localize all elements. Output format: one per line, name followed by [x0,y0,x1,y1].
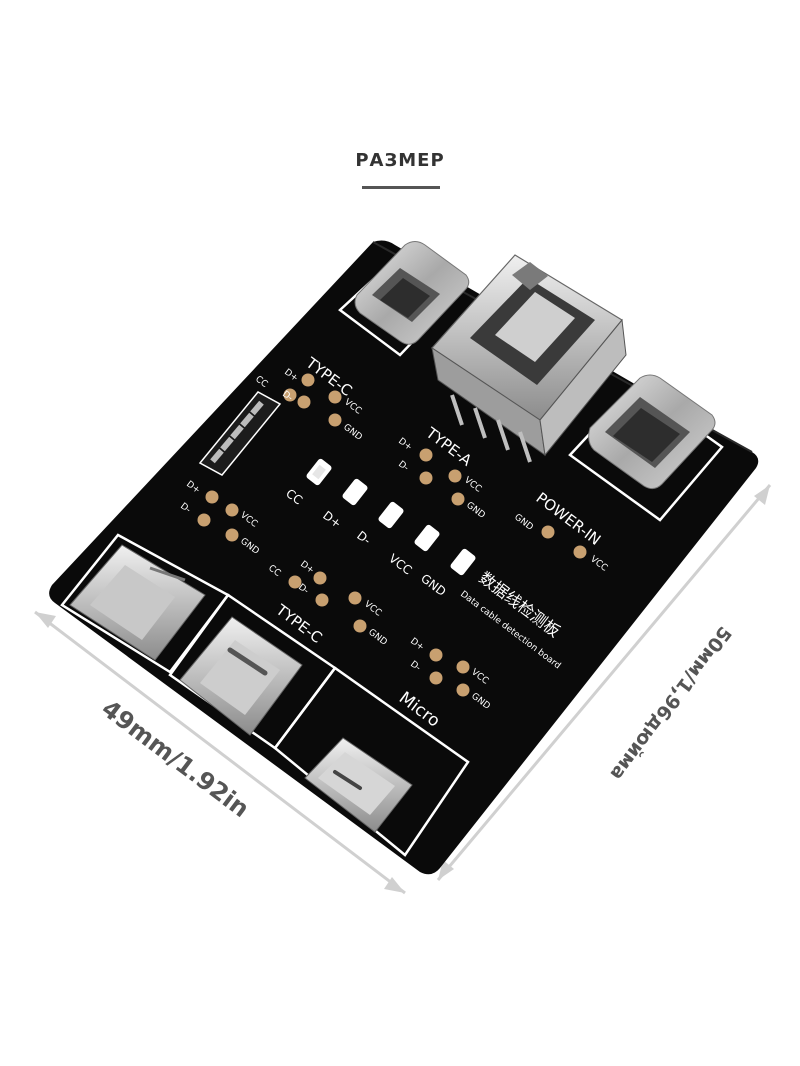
heading-underline [362,186,440,189]
type-c-connector-top [354,241,470,345]
pin-label-d-minus: D- [396,459,410,473]
led-d-minus [378,501,404,529]
led-label-d-minus: D- [354,528,373,547]
led-row [306,458,476,576]
width-dimension [34,610,406,895]
height-label: 50мм/1,96дюйма [606,622,736,784]
pin-label-d-minus: D- [280,389,294,403]
led-cc [306,458,332,486]
resistor-array [198,391,282,476]
type-c-connector-bottom-left [69,544,206,661]
led-gnd [450,548,476,576]
pin-label-d-minus: D- [178,501,192,515]
size-heading: РАЗМЕР [355,150,445,171]
type-c-connector-bottom-middle [179,616,303,736]
pin-label-d-minus: D- [296,582,310,596]
led-d-plus [342,478,368,506]
pin-label-d-minus: D- [408,659,422,673]
type-a-connector [431,254,627,463]
micro-usb-connector [304,737,413,833]
led-vcc [414,524,440,552]
type-c-power-in-connector [588,374,716,490]
test-pads [197,373,587,697]
